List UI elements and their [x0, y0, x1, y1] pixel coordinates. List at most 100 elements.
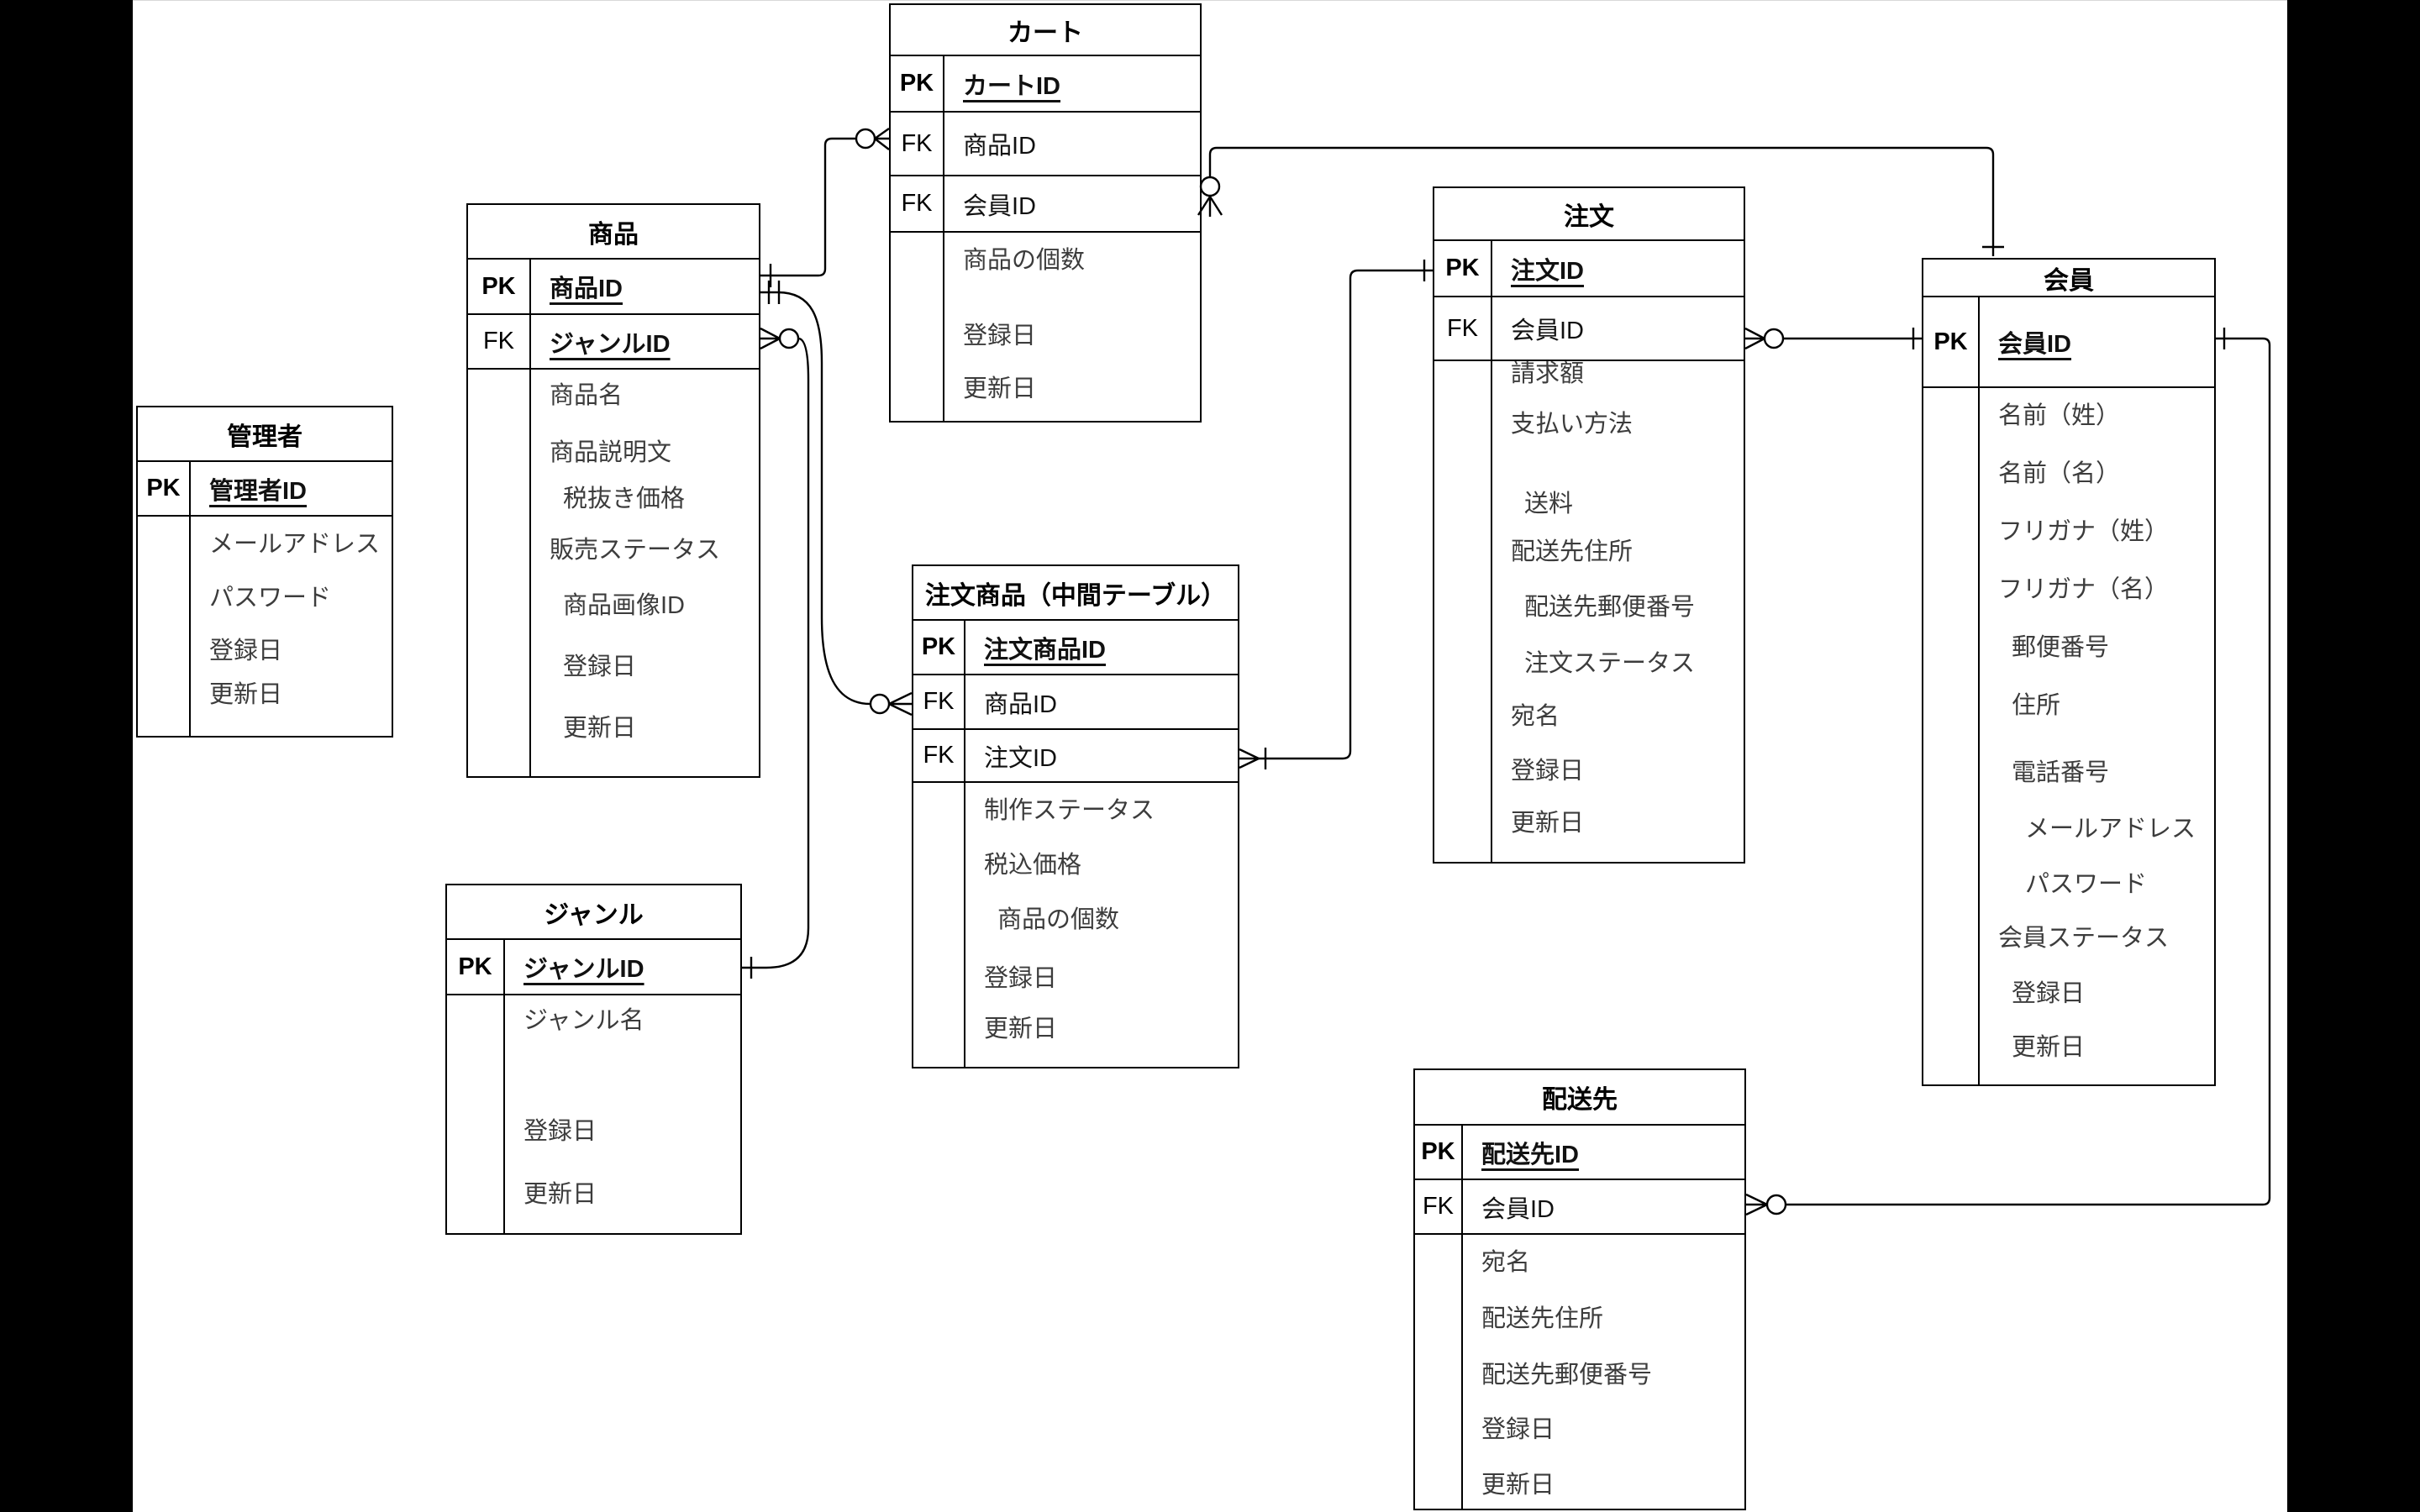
attribute-name: 配送先住所 [1511, 538, 1634, 565]
field-name: 会員ID [1481, 1195, 1555, 1223]
attribute-name: 送料 [1524, 491, 1574, 517]
attribute-name: 更新日 [1481, 1472, 1555, 1499]
fk-label: FK [482, 328, 515, 354]
fk-label: FK [923, 742, 955, 769]
attribute-name: 更新日 [1511, 810, 1585, 837]
field-name: 商品ID [963, 133, 1037, 160]
entity-key-row: PK 注文商品ID [913, 621, 1238, 675]
field-name: 注文商品ID [984, 636, 1107, 664]
field-name: ジャンルID [523, 956, 644, 983]
field-name: 会員ID [1998, 331, 2072, 358]
attribute-name: 制作ステータス [984, 797, 1155, 824]
attribute-name: 税込価格 [984, 852, 1082, 879]
fk-label: FK [1446, 314, 1479, 342]
entity-title: 管理者 [138, 407, 392, 462]
fk-label: FK [1422, 1193, 1455, 1220]
attribute-name: 住所 [2012, 692, 2061, 719]
attribute-name: 登録日 [1481, 1416, 1555, 1443]
pk-label: PK [921, 633, 956, 660]
entity-key-row: FK 会員ID [891, 176, 1200, 233]
key-column-divider [503, 940, 505, 1233]
attribute-name: パスワード [209, 585, 332, 612]
field-name: 注文ID [1511, 257, 1585, 285]
attribute-name: 商品名 [550, 382, 623, 409]
entity-key-row: PK 商品ID [468, 260, 759, 315]
pk-label: PK [1445, 255, 1480, 281]
attribute-name: 登録日 [984, 965, 1058, 992]
attribute-name: 更新日 [984, 1016, 1058, 1042]
entity-key-row: FK 会員ID [1434, 297, 1744, 361]
attribute-name: 登録日 [2012, 980, 2086, 1007]
fk-label: FK [901, 129, 933, 157]
attribute-name: 宛名 [1511, 703, 1560, 730]
attribute-name: 郵便番号 [2012, 634, 2110, 661]
pk-label: PK [146, 475, 181, 501]
entity-title: 注文商品（中間テーブル） [913, 566, 1238, 621]
letterbox-left [0, 0, 133, 1512]
entity-title: 注文 [1434, 188, 1744, 241]
field-name: 会員ID [963, 192, 1037, 220]
key-column-divider [189, 462, 191, 736]
attribute-name: 更新日 [209, 681, 283, 708]
entity-key-row: FK 商品ID [891, 113, 1200, 176]
key-column-divider [529, 260, 531, 776]
attribute-name: 商品の個数 [963, 247, 1086, 274]
entity-title: 会員 [1923, 260, 2214, 297]
attribute-name: 販売ステータス [550, 537, 721, 564]
attribute-name: 更新日 [2012, 1034, 2086, 1061]
attribute-name: 登録日 [1511, 758, 1585, 785]
attribute-name: 商品の個数 [997, 906, 1120, 933]
field-name: カートID [963, 72, 1061, 100]
attribute-name: 配送先郵便番号 [1524, 594, 1696, 621]
attribute-name: 配送先住所 [1481, 1305, 1604, 1332]
attribute-name: 名前（名） [1998, 460, 2121, 487]
attribute-name: 登録日 [209, 638, 283, 664]
entity-title: ジャンル [447, 885, 740, 940]
fk-label: FK [923, 688, 955, 715]
attribute-name: 更新日 [963, 375, 1037, 402]
attribute-name: ジャンル名 [523, 1007, 644, 1034]
attribute-name: 商品画像ID [563, 592, 686, 619]
attribute-name: 宛名 [1481, 1249, 1531, 1276]
attribute-name: 会員ステータス [1998, 925, 2170, 952]
pk-label: PK [481, 272, 516, 300]
field-name: 会員ID [1511, 318, 1585, 344]
field-name: 商品ID [550, 276, 623, 302]
attribute-name: 登録日 [523, 1118, 597, 1145]
fk-label: FK [901, 190, 933, 217]
entity-title: 商品 [468, 205, 759, 260]
key-column-divider [943, 56, 944, 421]
entity-key-row: PK 注文ID [1434, 241, 1744, 297]
entity-order-table: 注文 PK 注文ID FK 会員ID 請求額支払い方法送料配送先住所配送先郵便番号注文ステ… [1433, 186, 1745, 864]
attribute-name: 配送先郵便番号 [1481, 1362, 1653, 1389]
attribute-name: 商品説明文 [550, 439, 672, 466]
attribute-name: 税抜き価格 [563, 486, 686, 512]
attribute-name: 名前（姓） [1998, 402, 2121, 429]
attribute-name: 注文ステータス [1524, 650, 1696, 677]
field-name: 配送先ID [1481, 1141, 1580, 1168]
entity-title: カート [891, 5, 1200, 56]
attribute-name: 更新日 [523, 1181, 597, 1208]
field-name: 管理者ID [209, 477, 308, 505]
attribute-name: 請求額 [1511, 360, 1585, 387]
attribute-name: 更新日 [563, 715, 637, 742]
key-column-divider [1461, 1126, 1463, 1509]
attribute-name: 支払い方法 [1511, 411, 1634, 438]
attribute-name: メールアドレス [2025, 816, 2196, 843]
attribute-name: 電話番号 [2012, 759, 2110, 786]
